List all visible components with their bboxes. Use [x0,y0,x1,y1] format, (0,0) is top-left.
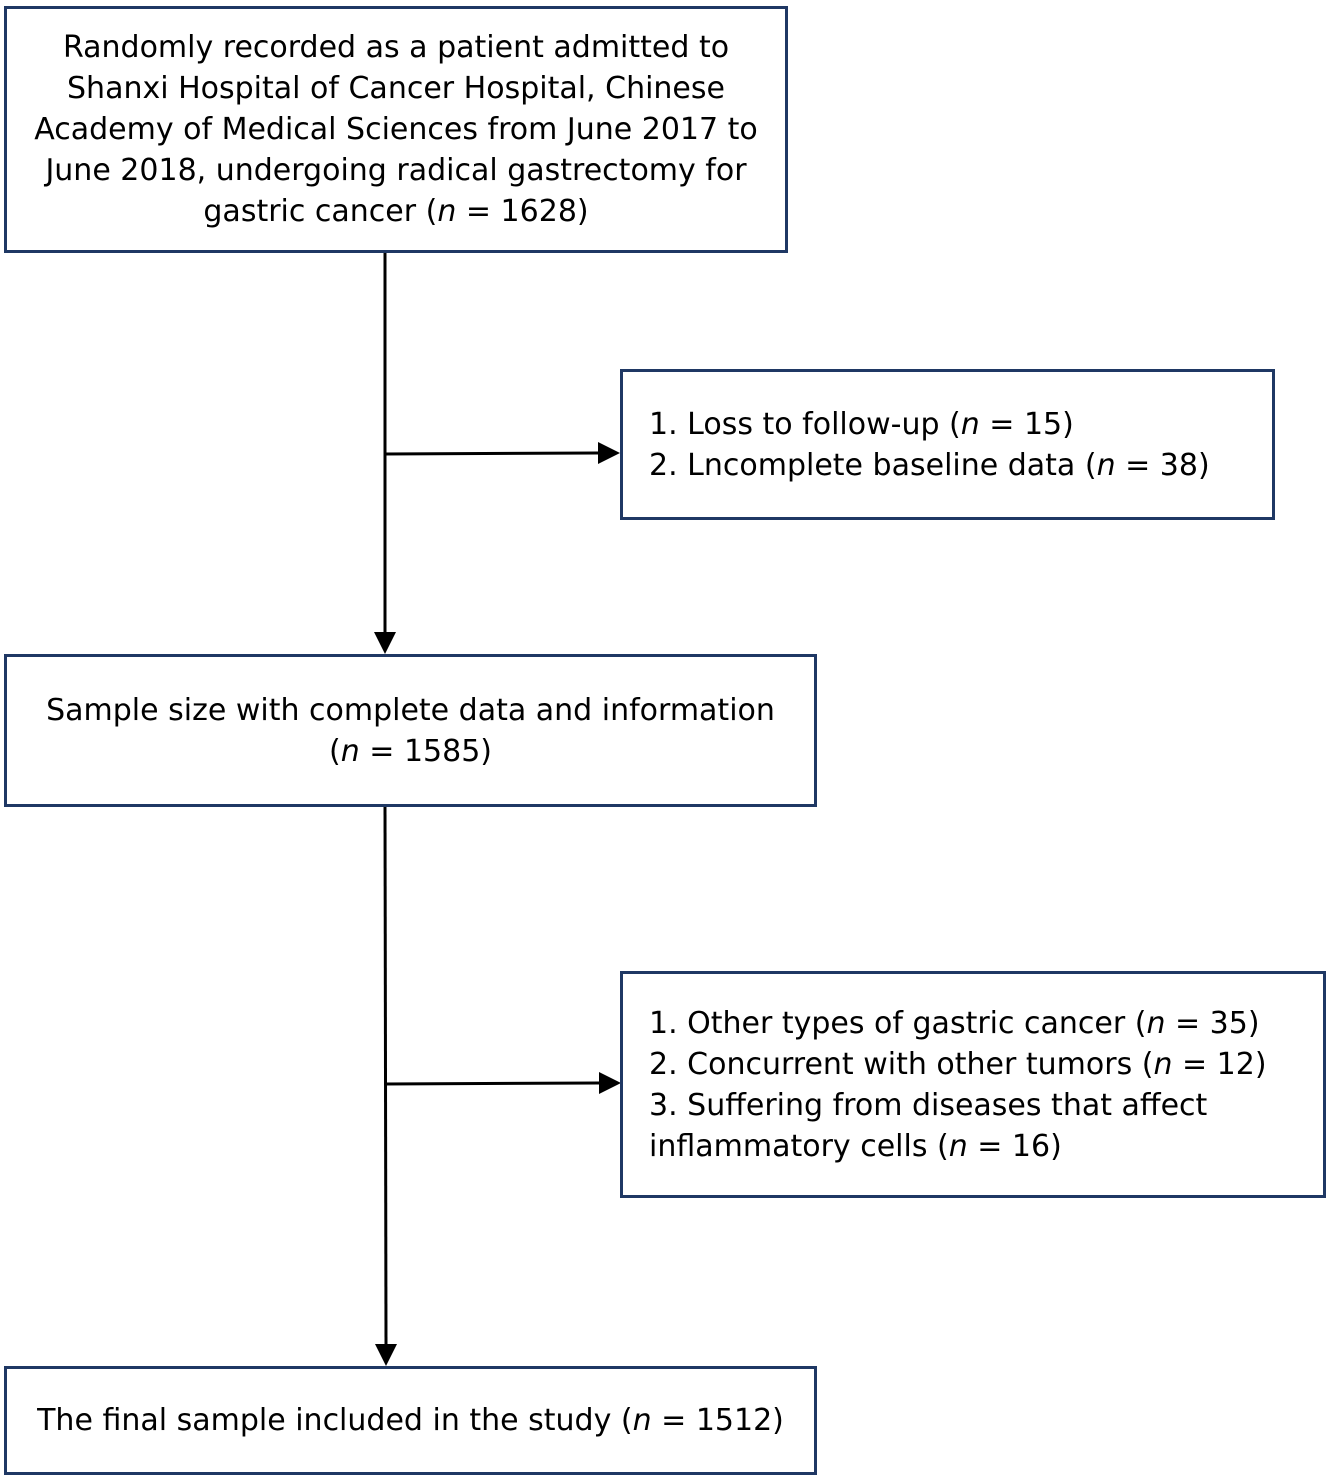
exclusion-box-1: 1. Loss to follow-up (n = 15) 2. Lncompl… [620,369,1275,520]
complete-data-box: Sample size with complete data and infor… [4,654,817,807]
exclusion-2-item: 3. Suffering from diseases that affect [649,1087,1208,1123]
n-symbol: n [960,406,980,442]
n-symbol: n [1153,1046,1173,1082]
complete-line-1: Sample size with complete data and infor… [46,692,775,728]
n-symbol: n [437,194,457,229]
arrowhead-exclusion-1 [598,442,620,464]
arrow-to-exclusion-1 [384,451,599,456]
arrow-complete-to-final [383,805,388,1346]
exclusion-1-item: 1. Loss to follow-up (n = 15) [649,406,1074,442]
n-symbol: n [948,1128,968,1164]
start-line-1: Randomly recorded as a patient admitted … [62,30,730,65]
n-symbol: n [1146,1005,1166,1041]
arrowhead-final [375,1344,397,1366]
final-line: The final sample included in the study (… [37,1403,784,1438]
start-line-5: gastric cancer (n = 1628) [34,191,758,232]
final-sample-text: The final sample included in the study (… [37,1400,784,1441]
start-count: = 1628) [456,194,589,229]
exclusion-2-item: 1. Other types of gastric cancer (n = 35… [649,1005,1260,1041]
start-box-text: Randomly recorded as a patient admitted … [34,27,758,232]
start-line-3: Academy of Medical Sciences from June 20… [34,112,758,147]
complete-line-2: (n = 1585) [329,733,492,769]
exclusion-2-text: 1. Other types of gastric cancer (n = 35… [649,1003,1267,1167]
n-symbol: n [1096,447,1116,483]
start-box: Randomly recorded as a patient admitted … [4,6,788,253]
arrowhead-complete [374,632,396,654]
exclusion-2-item: 2. Concurrent with other tumors (n = 12) [649,1046,1267,1082]
final-sample-box: The final sample included in the study (… [4,1366,817,1475]
arrowhead-exclusion-2 [599,1072,621,1094]
exclusion-1-text: 1. Loss to follow-up (n = 15) 2. Lncompl… [649,404,1210,486]
exclusion-1-item: 2. Lncomplete baseline data (n = 38) [649,447,1210,483]
arrow-to-exclusion-2 [384,1081,600,1086]
start-last-prefix: gastric cancer ( [203,194,438,229]
exclusion-2-item: inflammatory cells (n = 16) [649,1128,1062,1164]
complete-data-text: Sample size with complete data and infor… [46,690,775,772]
n-symbol: n [340,733,360,769]
start-line-4: June 2018, undergoing radical gastrectom… [45,153,747,188]
n-symbol: n [632,1403,652,1438]
exclusion-box-2: 1. Other types of gastric cancer (n = 35… [620,971,1326,1198]
start-line-2: Shanxi Hospital of Cancer Hospital, Chin… [67,71,725,106]
